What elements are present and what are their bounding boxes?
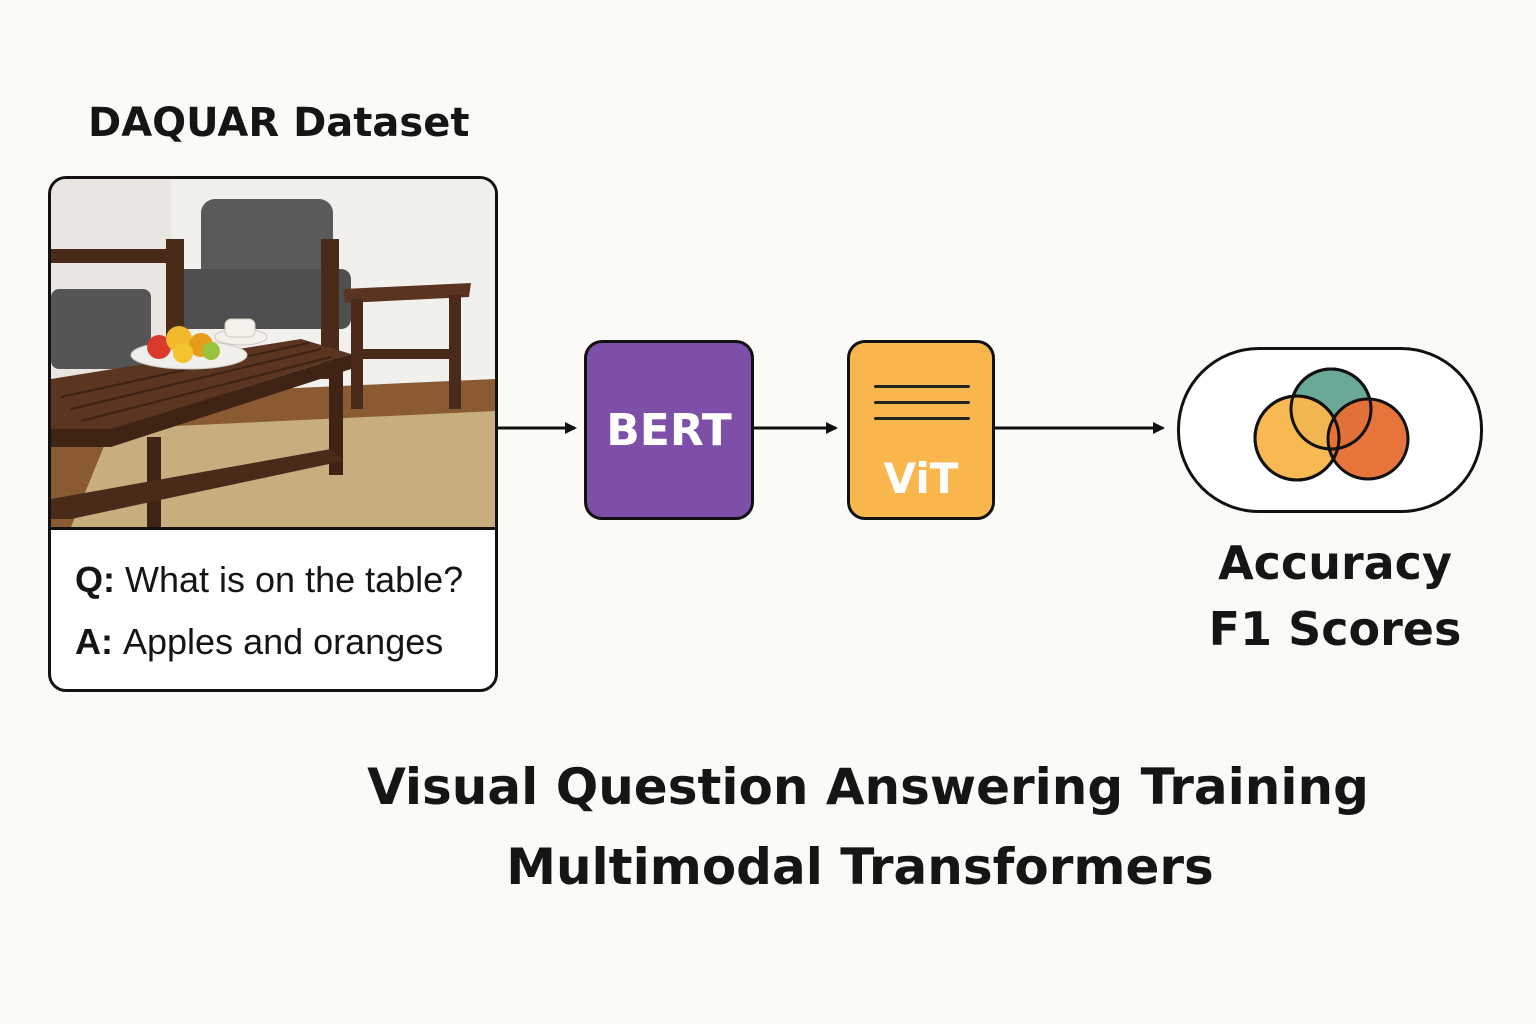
vit-box: ViT (847, 340, 995, 520)
answer-key: A: (75, 621, 113, 662)
venn-circles-icon (1253, 367, 1410, 482)
question-line: Q:What is on the table? (75, 559, 463, 601)
question-key: Q: (75, 559, 115, 600)
dataset-title: DAQUAR Dataset (88, 100, 470, 146)
answer-line: A:Apples and oranges (75, 621, 443, 663)
answer-text: Apples and oranges (123, 621, 444, 662)
metrics-pill (1177, 347, 1483, 513)
vit-label: ViT (883, 454, 959, 503)
caption-subtitle: Multimodal Transformers (506, 838, 1214, 896)
caption-title: Visual Question Answering Training (367, 758, 1369, 816)
metric-f1-scores: F1 Scores (1208, 602, 1462, 656)
living-room-image (51, 179, 495, 530)
bert-label: BERT (606, 404, 732, 456)
metric-accuracy: Accuracy (1218, 536, 1452, 590)
question-text: What is on the table? (125, 559, 464, 600)
dataset-card: Q:What is on the table? A:Apples and ora… (48, 176, 498, 692)
document-lines-icon (874, 385, 970, 433)
bert-box: BERT (584, 340, 754, 520)
